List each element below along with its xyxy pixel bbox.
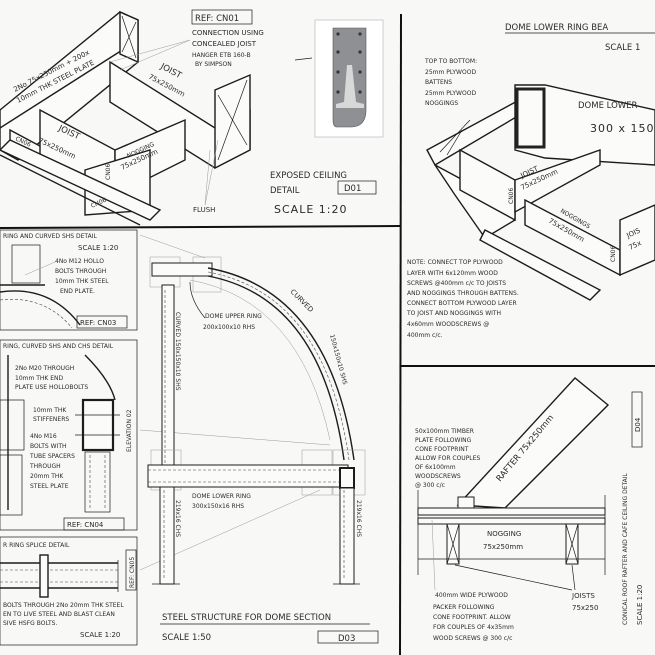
d03-code: D03 xyxy=(338,634,355,644)
cn05-note: SIVE HSFG BOLTS. xyxy=(3,620,57,627)
layers-note: 25mm PLYWOOD xyxy=(425,90,476,97)
arc-size-label: 150x150x10 SHS xyxy=(328,334,348,386)
d02-note: SCREWS @400mm c/c TO JOISTS xyxy=(407,280,506,287)
plate-note: @ 300 c/c xyxy=(415,482,445,489)
bolts-note: THROUGH xyxy=(29,463,61,470)
nogging-size: 75x250mm xyxy=(483,543,523,551)
packer-note: WOOD SCREWS @ 300 c/c xyxy=(433,635,512,642)
cn06-label: CN06 xyxy=(105,164,112,180)
plate-note: OF 6x100mm xyxy=(415,464,456,471)
upper-ring-size: 200x100x10 RHS xyxy=(203,324,255,331)
plate-note: 50x100mm TIMBER xyxy=(415,428,474,435)
cn03-note: 4No M12 HOLLO xyxy=(55,258,104,265)
cn05-note: BOLTS THROUGH 2No 20mm THK STEEL xyxy=(3,602,124,609)
plate-note: CONE FOOTPRINT xyxy=(415,446,469,453)
d03-scale: SCALE 1:50 xyxy=(162,633,211,643)
stiffeners-note: 10mm THK xyxy=(33,407,67,414)
ring-label: DOME LOWER xyxy=(578,101,638,111)
curved-column-label: CURVED 150x150x10 SHS xyxy=(174,312,181,391)
cn03-note: END PLATE. xyxy=(60,288,95,295)
cn04-note: 2No M20 THROUGH xyxy=(15,365,74,372)
bolts-note: STEEL PLATE xyxy=(30,483,69,490)
d02-note: CONNECT BOTTOM PLYWOOD LAYER xyxy=(407,300,517,307)
packer-note: FOR COUPLES OF 4x35mm xyxy=(433,624,514,631)
lower-ring-label: DOME LOWER RING xyxy=(192,493,251,500)
d02-title: DOME LOWER RING BEA xyxy=(505,23,608,33)
d01-scale: SCALE 1:20 xyxy=(274,203,347,216)
d02-note: TO JOIST AND NOGGINGS WITH xyxy=(406,310,501,317)
d01-title: DETAIL xyxy=(270,186,300,196)
d04-title: CONICAL ROOF RAFTER AND CAFE CEILING DET… xyxy=(622,472,629,625)
stiffeners-note: STIFFENERS xyxy=(33,416,69,423)
d03-steel-structure-section: DOME UPPER RING 200x100x10 RHS CURVED 15… xyxy=(139,234,379,644)
nogging-label: NOGGING xyxy=(487,530,521,538)
d02-note: 4x60mm WOODSCREWS @ xyxy=(407,321,489,328)
cn04-ring-curved-shs-chs-detail: RING, CURVED SHS AND CHS DETAIL 2No M20 … xyxy=(0,343,133,531)
lower-ring-size: 300x150x16 RHS xyxy=(192,503,244,510)
cn06-label: CN06 xyxy=(610,246,617,262)
bolts-note: 20mm THK xyxy=(30,473,64,480)
cn03-note: BOLTS THROUGH xyxy=(55,268,106,275)
d02-dome-lower-ring-beam-detail: DOME LOWER RING BEA SCALE 1 TOP TO BOTTO… xyxy=(406,23,655,339)
layers-note: BATTENS xyxy=(425,79,452,86)
ring-size: 300 x 150 xyxy=(590,122,655,135)
cn06-label: CN06 xyxy=(508,188,515,204)
panel-dividers xyxy=(0,13,655,655)
bolts-note: TUBE SPACERS xyxy=(29,453,75,460)
plate-note: PLATE FOLLOWING xyxy=(415,437,472,444)
connection-note: HANGER ETB 160-B xyxy=(192,52,251,59)
bolts-note: BOLTS WITH xyxy=(30,443,67,450)
cn05-note: EN TO LIVE STEEL AND BLAST CLEAN xyxy=(3,611,115,618)
d04-scale: SCALE 1:20 xyxy=(636,585,644,625)
d01-exposed-ceiling-detail: 2No 75x250mm + 200x 10mm THK STEEL PLATE… xyxy=(0,9,384,226)
d04-conical-roof-rafter-detail: RAFTER 75x250mm 50x100mm TIMBER PLATE FO… xyxy=(415,377,644,642)
cn03-scale: SCALE 1:20 xyxy=(78,244,118,252)
elevation-label: ELEVATION 02 xyxy=(126,409,133,452)
d02-note: NOTE: CONNECT TOP PLYWOOD xyxy=(407,259,503,266)
ref-cn05: REF: CN05 xyxy=(129,557,136,588)
bolts-note: 4No M16 xyxy=(30,433,57,440)
layers-note: NOGGINGS xyxy=(425,100,458,107)
cn04-title: RING, CURVED SHS AND CHS DETAIL xyxy=(3,343,114,350)
upper-ring-label: DOME UPPER RING xyxy=(205,313,262,320)
joists-size: 75x250 xyxy=(572,604,598,612)
cn03-ring-curved-shs-detail: RING AND CURVED SHS DETAIL SCALE 1:20 4N… xyxy=(0,233,128,329)
d01-title: EXPOSED CEILING xyxy=(270,171,347,181)
cn03-title: RING AND CURVED SHS DETAIL xyxy=(3,233,97,240)
cn03-note: 10mm THK STEEL xyxy=(55,278,109,285)
cn05-scale: SCALE 1:20 xyxy=(80,631,120,639)
ref-cn03: REF: CN03 xyxy=(80,319,116,327)
cn05-ring-splice-detail: R RING SPLICE DETAIL REF: CN05 BOLTS THR… xyxy=(0,542,137,639)
d02-note: 400mm c/c. xyxy=(407,332,443,339)
layers-note: 25mm PLYWOOD xyxy=(425,69,476,76)
connection-note: CONCEALED JOIST xyxy=(192,40,257,48)
ref-cn04: REF: CN04 xyxy=(67,521,104,529)
chs-right-label: 219x16 CHS xyxy=(355,500,362,537)
d03-title: STEEL STRUCTURE FOR DOME SECTION xyxy=(162,613,331,623)
cn05-title: R RING SPLICE DETAIL xyxy=(3,542,70,549)
chs-left-label: 219x16 CHS xyxy=(174,500,181,537)
curved-arc-label: CURVED xyxy=(289,288,315,314)
connection-note: CONNECTION USING xyxy=(192,29,264,37)
connection-note: BY SIMPSON xyxy=(195,61,232,68)
cn04-note: 10mm THK END xyxy=(15,375,64,382)
joists-label: JOISTS xyxy=(571,592,595,600)
cn04-note: PLATE USE HOLLOBOLTS xyxy=(15,384,88,391)
flush-label: FLUSH xyxy=(193,206,215,214)
packer-note: 400mm WIDE PLYWOOD xyxy=(435,592,508,599)
plate-note: ALLOW FOR COUPLES xyxy=(415,455,480,462)
d02-scale: SCALE 1 xyxy=(605,43,640,53)
d01-code: D01 xyxy=(344,184,361,194)
plate-note: WOODSCREWS xyxy=(415,473,461,480)
d04-code: D04 xyxy=(634,417,642,432)
packer-note: PACKER FOLLOWING xyxy=(433,604,495,611)
d02-note: LAYER WITH 6x120mm WOOD xyxy=(407,270,498,277)
layers-note: TOP TO BOTTOM: xyxy=(424,58,477,65)
d02-note: AND NOGGINGS THROUGH BATTENS. xyxy=(407,290,519,297)
ref-cn01: REF: CN01 xyxy=(195,14,239,24)
packer-note: CONE FOOTPRINT. ALLOW xyxy=(433,614,511,621)
